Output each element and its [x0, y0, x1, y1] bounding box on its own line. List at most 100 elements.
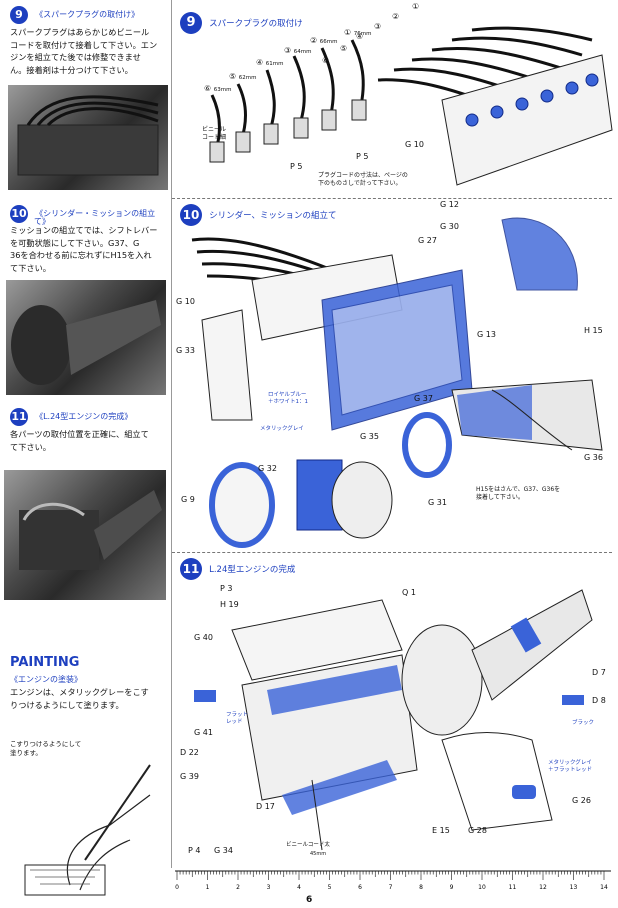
ruler-tick-label: 1: [206, 884, 210, 891]
text-line: レッド: [226, 719, 243, 725]
painting-sub: 《エンジンの塗装》: [10, 675, 82, 684]
text-line: 下のものさしで計って下さい。: [318, 180, 402, 187]
text-line: スパークプラグはあらかじめビニール: [10, 27, 150, 37]
ruler-tick-label: 11: [509, 884, 517, 891]
text-line: ん。接着剤は十分つけて下さい。: [10, 64, 133, 75]
text-line: コード細: [202, 134, 227, 141]
ruler-tick-label: 10: [478, 884, 486, 891]
part-g33: G 33: [176, 346, 195, 355]
part-e15: E 15: [432, 826, 450, 835]
wire-label-2: ②: [392, 12, 400, 21]
royal-blue-note: ロイヤルブルー ＋ホワイト1：1: [268, 392, 308, 406]
metallic-gray-note: メタリックグレイ: [260, 426, 304, 432]
text-line: ミッションの組立てでは、シフトレバー: [10, 225, 158, 235]
step11-badge: 11: [10, 407, 28, 426]
text-line: ＋フラットレッド: [548, 767, 593, 773]
ruler-tick-label: 12: [539, 884, 547, 891]
wire-length-4: 61mm: [265, 61, 284, 67]
step10-note: H15をはさんで、G37、G36を 接着して下さい。: [476, 486, 560, 502]
step10-badge: 10: [10, 204, 28, 223]
part-g9: G 9: [181, 495, 195, 504]
cord-label: ビニール コード細: [202, 126, 226, 142]
part-h19: H 19: [220, 600, 239, 609]
step9-diagram: [209, 26, 613, 186]
painting-heading: PAINTING: [10, 655, 80, 670]
step11-body: 各パーツの取付位置を正確に、組立て て下さい。: [10, 428, 170, 453]
r-step10-header: 10 シリンダー、ミッションの組立て: [180, 204, 337, 226]
brush-painting-illustration: [24, 764, 151, 896]
r-step9-header: 9 スパークプラグの取付け: [180, 12, 303, 34]
part-g36: G 36: [584, 453, 603, 462]
part-g12: G 12: [440, 200, 459, 209]
text-line: ＋ホワイト1：1: [268, 399, 308, 405]
text-line: エンジンは、メタリックグレーをこす: [10, 687, 149, 697]
ruler-tick-label: 4: [297, 884, 301, 891]
part-g40: G 40: [194, 633, 213, 642]
step11-diagram: [194, 589, 593, 851]
part-d7: D 7: [592, 668, 606, 677]
step9-photo: [8, 85, 168, 190]
part-g31: G 31: [428, 498, 447, 507]
text-line: ロイヤルブルー: [268, 392, 307, 398]
section-divider: [172, 552, 612, 553]
wire-label-6: ⑥: [322, 56, 330, 65]
flat-red-note: フラット レッド: [226, 712, 248, 726]
part-g30: G 30: [440, 222, 459, 231]
wire-number-6: ⑥ 63mm: [204, 84, 232, 93]
part-d8: D 8: [592, 696, 606, 705]
mg-fr-note: メタリックグレイ ＋フラットレッド: [548, 760, 592, 774]
cylinder-head-photo: [17, 95, 159, 176]
text-line: りつけるようにして塗ります。: [10, 699, 124, 710]
column-divider: [171, 0, 172, 868]
step11-photo: [4, 470, 166, 600]
part-d22: D 22: [180, 748, 199, 757]
part-g41: G 41: [194, 728, 213, 737]
ruler-tick-label: 2: [236, 884, 240, 891]
r-step10-badge: 10: [180, 204, 202, 226]
ruler-tick-label: 14: [600, 884, 608, 891]
wire-length-5: 62mm: [238, 75, 257, 81]
painting-body: エンジンは、メタリックグレーをこす りつけるようにして塗ります。: [10, 686, 170, 711]
part-g34: G 34: [214, 846, 233, 855]
wire-number-5: ⑤ 62mm: [229, 72, 257, 81]
text-line: 36を合わせる前に忘れずにH15を入れ: [10, 250, 152, 260]
brush-note: こすりつけるようにして 塗ります。: [10, 740, 81, 758]
part-p4: P 4: [188, 846, 201, 855]
step11-title: 《L.24型エンジンの完成》: [35, 412, 133, 421]
wire-length-6: 63mm: [213, 87, 232, 93]
text-line: ビニール: [202, 126, 227, 133]
text-line: こすりつけるようにして: [10, 740, 82, 748]
wire-length-2: 66mm: [319, 39, 338, 45]
wire-number-1: ① 76mm: [344, 28, 372, 37]
text-line: H15をはさんで、G37、G36を: [476, 486, 561, 493]
part-g37: G 37: [414, 394, 433, 403]
ruler-tick-label: 6: [358, 884, 362, 891]
part-q1: Q 1: [402, 588, 416, 597]
step11-header: 11 《L.24型エンジンの完成》: [10, 406, 132, 426]
wire-number-4: ④ 61mm: [256, 58, 284, 67]
text-line: 塗ります。: [10, 749, 42, 757]
page-number: 6: [306, 895, 313, 905]
step10-diagram: [191, 217, 603, 548]
part-g32: G 32: [258, 464, 277, 473]
step10-header: 10 《シリンダー・ミッションの組立: [10, 203, 155, 223]
part-g35: G 35: [360, 432, 379, 441]
ruler-tick-label: 13: [570, 884, 578, 891]
r-step10-title: シリンダー、ミッションの組立て: [209, 211, 337, 221]
vinyl-length-label: 45mm: [310, 851, 327, 857]
vinyl-thick-label: ビニールコード太: [286, 842, 330, 848]
part-g27: G 27: [418, 236, 437, 245]
ruler-tick-label: 8: [419, 884, 423, 891]
wire-number-2: ② 66mm: [310, 36, 338, 45]
step9-note: プラグコードの寸法は、ページの 下のものさしで計って下さい。: [318, 172, 408, 188]
ruler-tick-label: 9: [450, 884, 454, 891]
ruler-tick-label: 0: [175, 884, 179, 891]
r-step9-badge: 9: [180, 12, 202, 34]
wire-number-3: ③ 64mm: [284, 46, 312, 55]
r-step11-badge: 11: [180, 558, 202, 580]
step9-header: 9 《スパークプラグの取付け》: [10, 4, 139, 24]
text-line: コードを取付けて接着して下さい。エン: [10, 39, 158, 50]
wire-length-3: 64mm: [293, 49, 312, 55]
